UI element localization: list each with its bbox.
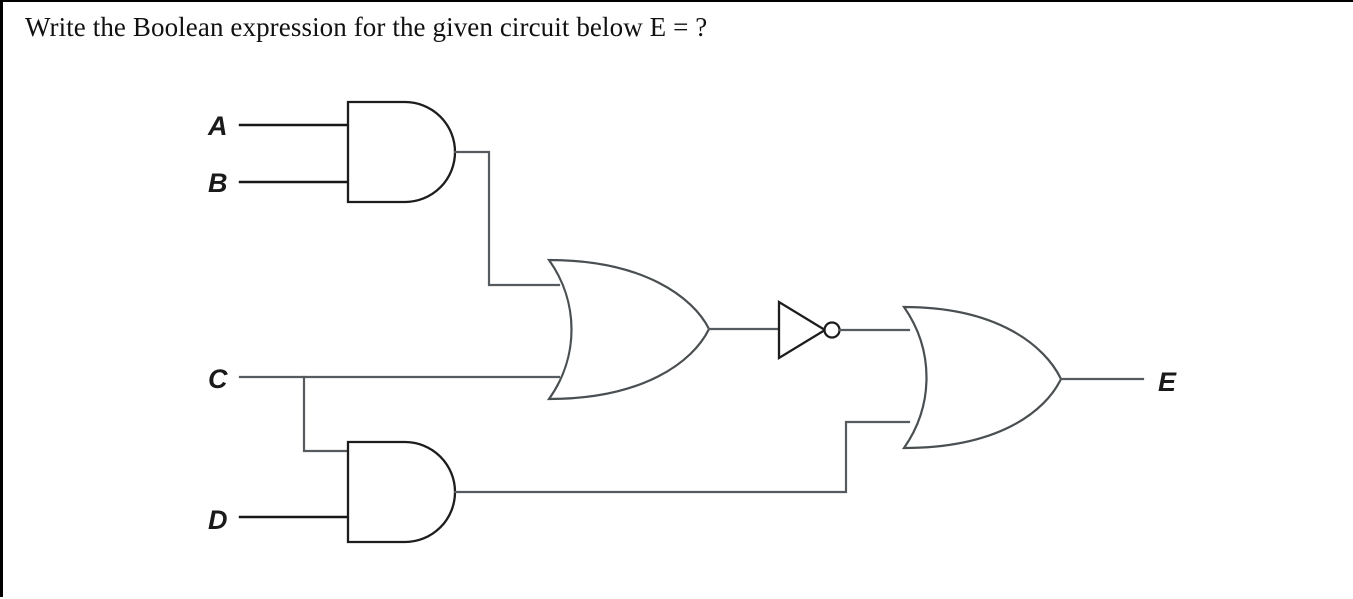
wire-and2-to-or2 — [453, 420, 911, 494]
input-label-b: B — [208, 168, 228, 198]
input-label-a: A — [207, 111, 228, 141]
not-gate-1 — [777, 299, 841, 361]
not-gate-1-bubble — [823, 321, 841, 339]
and-gate-2 — [346, 440, 457, 544]
and-gate-1-body — [346, 100, 457, 204]
and-gate-1 — [346, 100, 457, 204]
or-gate-1-body — [546, 258, 711, 401]
input-label-d: D — [208, 505, 228, 535]
or-gate-2-body — [901, 305, 1063, 450]
or-gate-1 — [546, 258, 711, 401]
logic-circuit-diagram: A B C D E — [3, 2, 1353, 599]
not-gate-1-triangle — [777, 299, 828, 361]
wire-and1-to-or1 — [453, 150, 561, 287]
and-gate-2-body — [346, 440, 457, 544]
or-gate-2 — [901, 305, 1063, 450]
output-label-e: E — [1158, 367, 1177, 397]
wire-c-branch — [302, 375, 351, 453]
page-title: Write the Boolean expression for the giv… — [25, 12, 708, 42]
input-label-c: C — [208, 364, 228, 394]
circuit-svg: A B C D E — [207, 100, 1177, 544]
